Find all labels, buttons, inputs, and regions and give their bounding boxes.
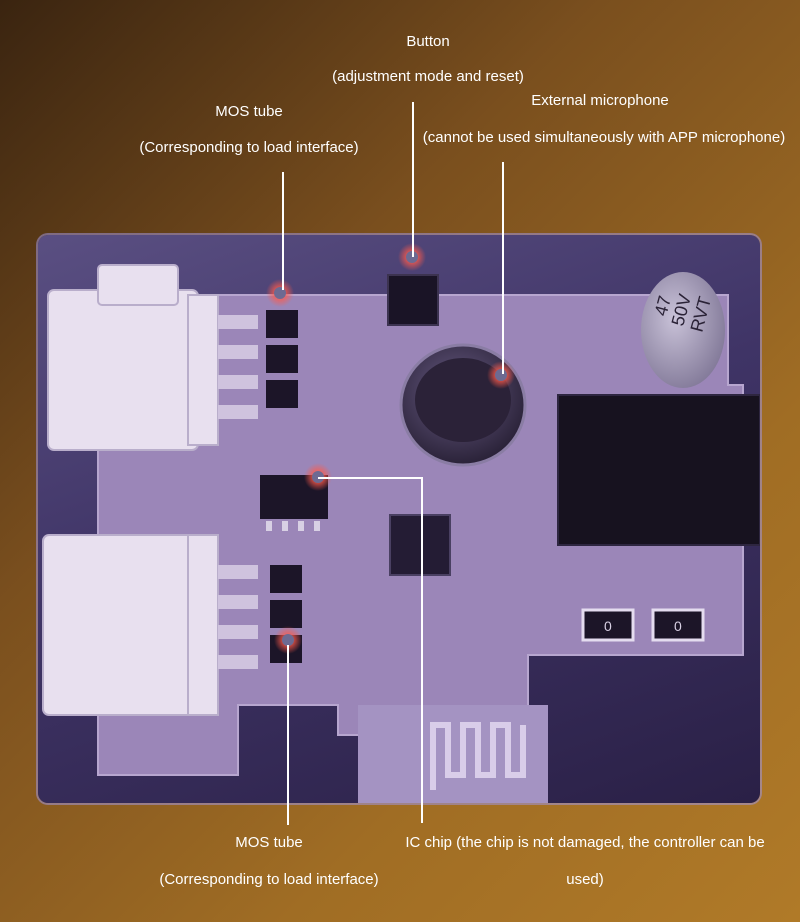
connector-bottom: [42, 534, 219, 716]
leader-microphone: [502, 162, 504, 374]
ic-pins: [266, 521, 320, 531]
button-label-title: Button: [406, 33, 450, 50]
dc-jack: [557, 394, 760, 546]
resistor-1: [581, 608, 635, 642]
antenna-trace: [430, 722, 526, 790]
mos-top-label-subtitle: (Corresponding to load interface): [139, 139, 359, 156]
microphone-label-subtitle: (cannot be used simultaneously with APP …: [422, 129, 786, 146]
resistor-2-text: 0: [674, 618, 682, 634]
microphone-label-title: External microphone: [531, 92, 669, 109]
ic-chip-label-line2: used): [566, 871, 604, 888]
button-label-subtitle: (adjustment mode and reset): [332, 68, 524, 85]
leader-mos-bottom: [287, 645, 289, 825]
leader-ic-vertical: [421, 477, 423, 823]
ic-chip-label-line1: IC chip (the chip is not damaged, the co…: [405, 834, 765, 851]
resistor-1-text: 0: [604, 618, 612, 634]
mos-top-label-title: MOS tube: [215, 103, 283, 120]
leader-mos-top: [282, 172, 284, 290]
tactile-button: [387, 274, 439, 326]
mos-bottom-label-title: MOS tube: [235, 834, 303, 851]
electrolytic-capacitor: [641, 272, 725, 388]
antenna-area: [358, 705, 548, 803]
leader-ic-horizontal: [318, 477, 423, 479]
pcb-illustration: 47 50V RVT 0 0: [42, 243, 760, 803]
mos-chips: [260, 310, 328, 663]
resistor-2: [651, 608, 705, 642]
connector-top: [47, 264, 219, 451]
mos-bottom-label-subtitle: (Corresponding to load interface): [159, 871, 379, 888]
leader-button: [412, 102, 414, 257]
pcb-photo: 47 50V RVT 0 0: [38, 235, 760, 803]
main-ic: [389, 514, 451, 576]
